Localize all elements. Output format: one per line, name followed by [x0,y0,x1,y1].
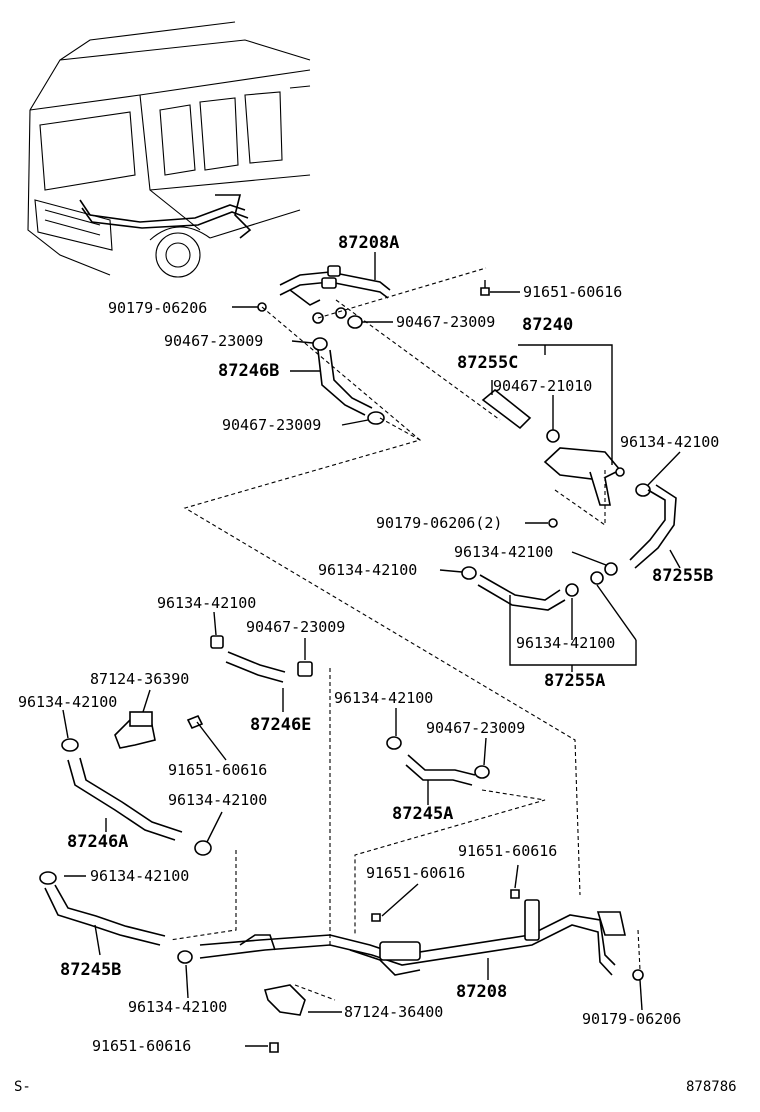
label-90467-23009-e: 90467-23009 [426,719,525,737]
label-87208: 87208 [456,982,507,1002]
label-90179-06206-br: 90179-06206 [582,1010,681,1028]
label-96134-42100-c: 96134-42100 [318,561,417,579]
label-96134-42100-j: 96134-42100 [128,998,227,1016]
label-87245B: 87245B [60,960,121,980]
label-87208A: 87208A [338,233,399,253]
label-96134-42100-g: 96134-42100 [334,689,433,707]
label-90467-23009-c: 90467-23009 [222,416,321,434]
label-87245A: 87245A [392,804,453,824]
label-91651-60616-top: 91651-60616 [523,283,622,301]
upper-pipe-assembly [257,265,677,611]
leader-lines [62,252,681,1047]
label-96134-42100-h: 96134-42100 [168,791,267,809]
label-90179-06206-top: 90179-06206 [108,299,207,317]
label-96134-42100-i: 96134-42100 [90,867,189,885]
label-91651-60616-r2: 91651-60616 [366,864,465,882]
middle-hose-parts [39,635,490,964]
label-91651-60616-bot: 91651-60616 [92,1037,191,1055]
label-96134-42100-e: 96134-42100 [516,634,615,652]
part-labels: 87208A 90179-06206 91651-60616 90467-230… [18,233,719,1055]
label-87246B: 87246B [218,361,279,381]
label-87246A: 87246A [67,832,128,852]
label-90467-23009-a: 90467-23009 [396,313,495,331]
label-91651-60616-mid: 91651-60616 [168,761,267,779]
label-87255A: 87255A [544,671,605,691]
label-87255C: 87255C [457,353,518,373]
vehicle-illustration [27,21,311,278]
label-90467-23009-d: 90467-23009 [246,618,345,636]
label-96134-42100-f: 96134-42100 [18,693,117,711]
label-87246E: 87246E [250,715,311,735]
label-96134-42100-b: 96134-42100 [454,543,553,561]
label-87240: 87240 [522,315,573,335]
label-90467-21010: 90467-21010 [493,377,592,395]
label-87255B: 87255B [652,566,713,586]
footer-left-code: S- [14,1079,31,1095]
lower-main-pipe [199,889,644,1053]
label-96134-42100-d: 96134-42100 [157,594,256,612]
label-96134-42100-a: 96134-42100 [620,433,719,451]
footer-right-code: 878786 [686,1079,737,1095]
label-90179-06206-2: 90179-06206(2) [376,514,502,532]
label-90467-23009-b: 90467-23009 [164,332,263,350]
label-91651-60616-r1: 91651-60616 [458,842,557,860]
label-87124-36390: 87124-36390 [90,670,189,688]
reference-dashed-lines [169,267,641,1001]
label-87124-36400: 87124-36400 [344,1003,443,1021]
